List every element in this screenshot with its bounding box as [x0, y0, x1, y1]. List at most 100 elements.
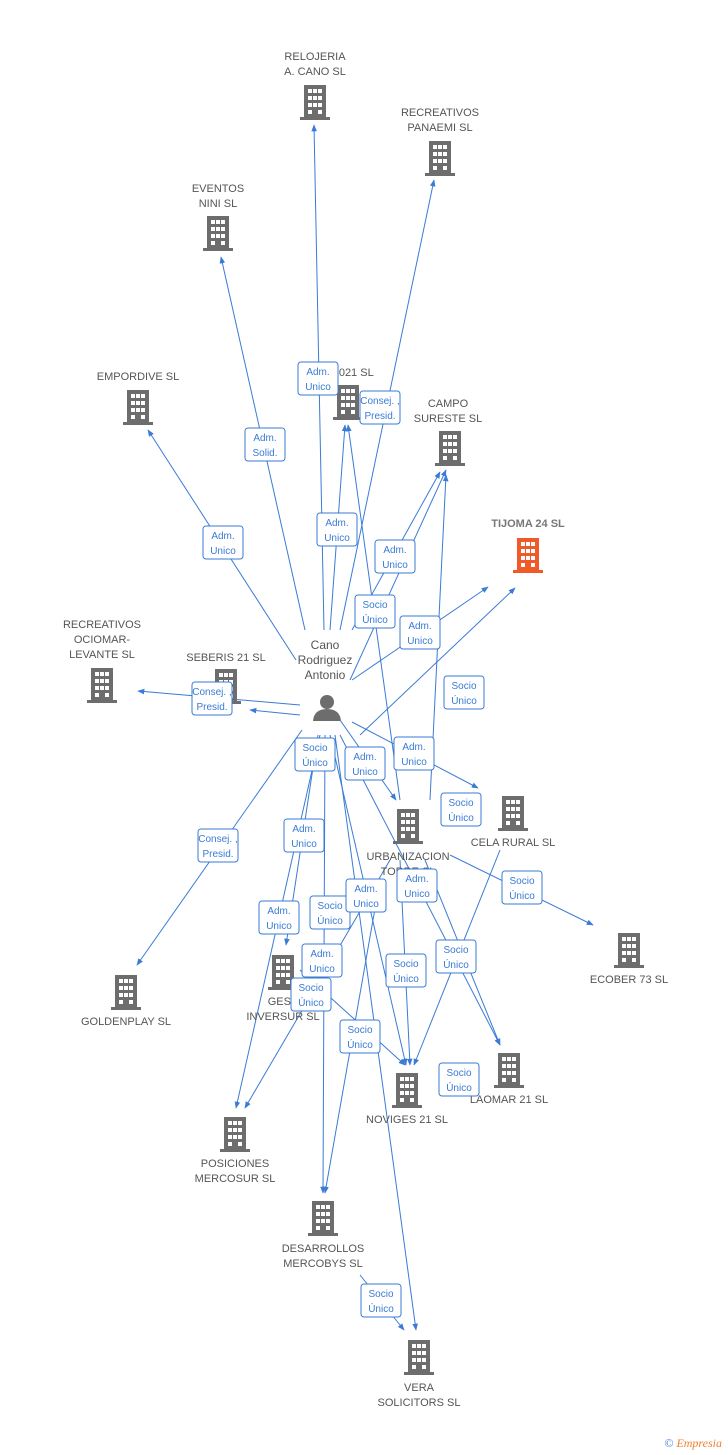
company-label: EVENTOS: [192, 183, 244, 195]
company-ecober[interactable]: ECOBER 73 SL: [590, 933, 668, 986]
relation-text: Único: [362, 613, 388, 626]
company-label: LAOMAR 21 SL: [470, 1094, 548, 1106]
relation-text: Socio: [451, 681, 476, 692]
relation-text: Unico: [352, 767, 378, 778]
relation-text: Solid.: [252, 448, 277, 459]
building-icon: [111, 975, 141, 1010]
relation-label-r-tijoma[interactable]: Adm.Unico: [399, 615, 441, 650]
company-label: OCIOMAR-: [74, 634, 131, 646]
relation-text: Unico: [401, 757, 427, 768]
relation-box: [339, 1019, 381, 1054]
relation-text: Adm.: [267, 906, 290, 917]
relation-text: Unico: [404, 889, 430, 900]
relation-label-r-empordive[interactable]: Adm.Unico: [202, 525, 244, 560]
relation-label-r-adm-lower[interactable]: Adm.Unico: [258, 900, 300, 935]
person-label: Antonio: [305, 668, 346, 682]
relation-box: [202, 525, 244, 560]
relation-box: [440, 792, 482, 827]
relation-label-r-ociomar[interactable]: Consej. ,Presid.: [191, 681, 233, 716]
company-urbanizacion[interactable]: URBANIZACIONTORRE SL: [366, 809, 450, 878]
building-icon: [425, 141, 455, 176]
company-empordive[interactable]: EMPORDIVE SL: [97, 371, 180, 425]
company-laomar[interactable]: LAOMAR 21 SL: [470, 1053, 548, 1106]
relation-box: [354, 594, 396, 629]
relation-box: [191, 681, 233, 716]
relation-label-r-campo[interactable]: Adm. Unico: [374, 539, 416, 574]
company-noviges[interactable]: NOVIGES 21 SL: [366, 1073, 448, 1126]
relation-text: Unico: [382, 560, 408, 571]
relation-label-r-panaemi[interactable]: Consej. ,Presid.: [359, 390, 401, 425]
brand-name: Empresia: [676, 1436, 722, 1450]
relation-text: Unico: [324, 533, 350, 544]
building-icon: [494, 1053, 524, 1088]
relation-text: Consej. ,: [360, 396, 399, 407]
company-label: SURESTE SL: [414, 413, 482, 425]
company-label: RECREATIVOS: [401, 107, 479, 119]
company-label: SOLICITORS SL: [378, 1397, 461, 1409]
relation-text: Unico: [291, 839, 317, 850]
relation-box: [297, 361, 339, 396]
relation-label-r-adm-gesp[interactable]: Adm.Unico: [301, 943, 343, 978]
relation-box: [197, 828, 239, 863]
relation-text: Adm.: [383, 545, 406, 556]
building-icon: [300, 85, 330, 120]
company-goldenplay[interactable]: GOLDENPLAY SL: [81, 975, 171, 1028]
relation-label-r-adm-mid[interactable]: Adm.Unico: [345, 878, 387, 913]
company-label: RECREATIVOS: [63, 619, 141, 631]
relation-label-r-adm-right[interactable]: Adm.Unico: [393, 736, 435, 771]
company-label: NOVIGES 21 SL: [366, 1114, 448, 1126]
relation-text: Adm.: [253, 433, 276, 444]
relation-label-r-relojeria[interactable]: Adm.Unico: [297, 361, 339, 396]
relation-box: [438, 1062, 480, 1097]
company-cela-rural[interactable]: CELA RURAL SL: [471, 796, 556, 849]
relation-label-r-goldenplay[interactable]: Consej. ,Presid.: [197, 828, 239, 863]
building-icon: [404, 1340, 434, 1375]
company-label: GOLDENPLAY SL: [81, 1016, 171, 1028]
building-icon: [614, 933, 644, 968]
relation-text: Único: [448, 811, 474, 824]
company-seberis[interactable]: SEBERIS 21 SL: [186, 652, 266, 704]
relation-label-r-adm-left[interactable]: Adm.Unico: [283, 818, 325, 853]
company-tijoma[interactable]: TIJOMA 24 SL: [491, 518, 565, 573]
company-label: POSICIONES: [201, 1158, 269, 1170]
relation-label-r-2021[interactable]: Adm.Unico: [316, 512, 358, 547]
building-icon: [513, 538, 543, 573]
relation-text: Socio: [509, 876, 534, 887]
relation-text: Adm.: [310, 949, 333, 960]
relation-label-r-adm-urb[interactable]: Adm.Unico: [396, 868, 438, 903]
relation-text: Consej. ,: [198, 834, 237, 845]
relation-box: [345, 878, 387, 913]
edge-10: [249, 707, 301, 716]
company-campo-sureste[interactable]: CAMPO SURESTE SL: [414, 398, 482, 466]
company-label: CAMPO: [428, 398, 469, 410]
relation-text: Único: [298, 996, 324, 1009]
relation-text: Unico: [210, 546, 236, 557]
relation-box: [290, 977, 332, 1012]
relation-text: Presid.: [196, 702, 227, 713]
relation-label-r-eventos[interactable]: Adm. Solid.: [244, 427, 286, 462]
company-label: TIJOMA 24 SL: [491, 518, 565, 530]
relation-label-r-adm-center[interactable]: Adm.Unico: [344, 746, 386, 781]
footer-brand[interactable]: © Empresia: [664, 1436, 722, 1451]
